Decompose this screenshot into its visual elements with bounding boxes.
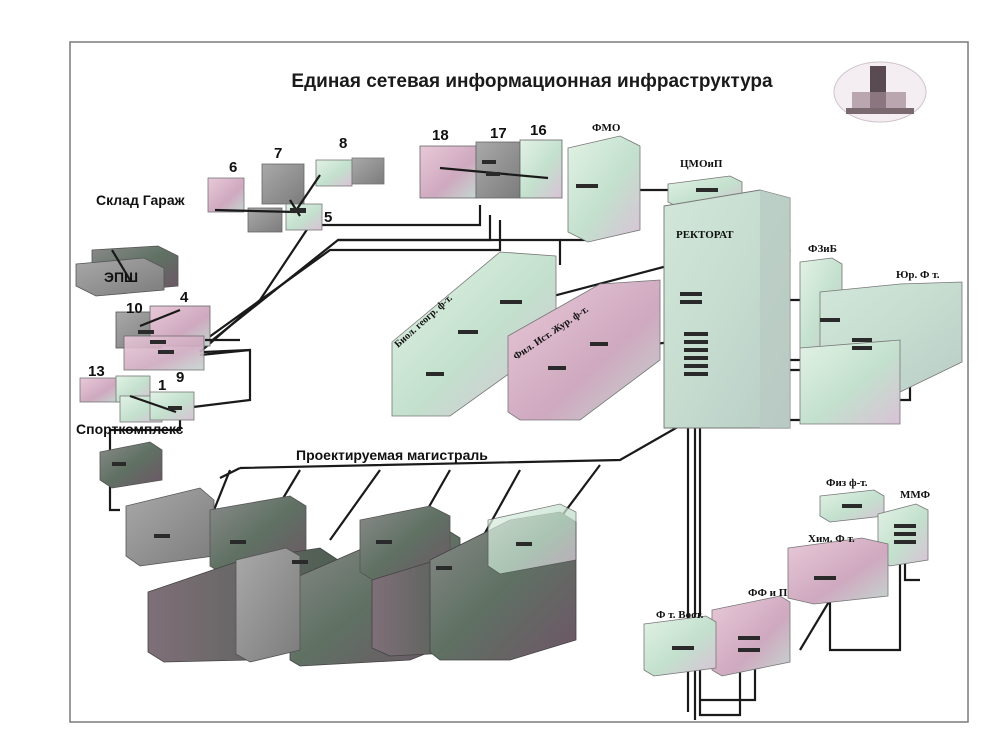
building-rektorat [663, 189, 791, 429]
building-number-16: 16 [530, 122, 547, 139]
building-group-18-17-16 [419, 139, 563, 199]
label-rektorat: РЕКТОРАТ [676, 229, 734, 241]
page-title: Единая сетевая информационная инфраструк… [291, 71, 773, 92]
building-number-7: 7 [274, 145, 282, 162]
building-fil-ist-zhur [507, 279, 661, 421]
label-mmf: ММФ [900, 489, 931, 501]
building-khim-ft [787, 537, 889, 605]
building-number-4: 4 [180, 289, 189, 306]
building-number-5: 5 [324, 209, 332, 226]
building-number-1: 1 [158, 377, 166, 394]
building-ft-vost [643, 615, 717, 677]
building-number-13: 13 [88, 363, 105, 380]
university-building-logo-icon [833, 61, 927, 123]
building-fiz-ft [819, 489, 885, 523]
building-group-sklad-garazh [207, 157, 385, 233]
label-sklad-garazh: Склад Гараж [96, 192, 186, 208]
building-fmo [567, 135, 641, 243]
label-fzib: ФЗиБ [808, 243, 837, 255]
label-magistral: Проектируемая магистраль [296, 447, 488, 463]
building-mmf [877, 503, 929, 567]
label-tsmoip: ЦМОиП [680, 158, 723, 170]
building-number-17: 17 [490, 125, 507, 142]
label-yur-ft: Юр. Ф т. [896, 269, 940, 281]
label-epsh: ЭПШ [104, 269, 138, 285]
label-ffip: ФФ и П [748, 587, 788, 599]
building-yur-ft [799, 257, 963, 425]
building-number-6: 6 [229, 159, 237, 176]
building-number-18: 18 [432, 127, 449, 144]
building-number-9: 9 [176, 369, 184, 386]
label-sportkompleks: Спорткомплекс [76, 421, 184, 437]
building-ffip [711, 595, 791, 677]
building-number-8: 8 [339, 135, 347, 152]
building-sportkompleks [99, 441, 163, 489]
label-ft-vost: Ф т. Вост. [656, 609, 704, 621]
label-fiz-ft: Физ ф-т. [826, 477, 868, 489]
label-khim-ft: Хим. Ф т. [808, 533, 855, 545]
building-group-13-1-9 [79, 375, 195, 423]
building-group-magistral [125, 487, 577, 667]
building-number-10: 10 [126, 300, 143, 317]
building-group-10-4 [115, 305, 251, 371]
building-epsh [75, 245, 179, 297]
label-fmo: ФМО [592, 122, 621, 134]
